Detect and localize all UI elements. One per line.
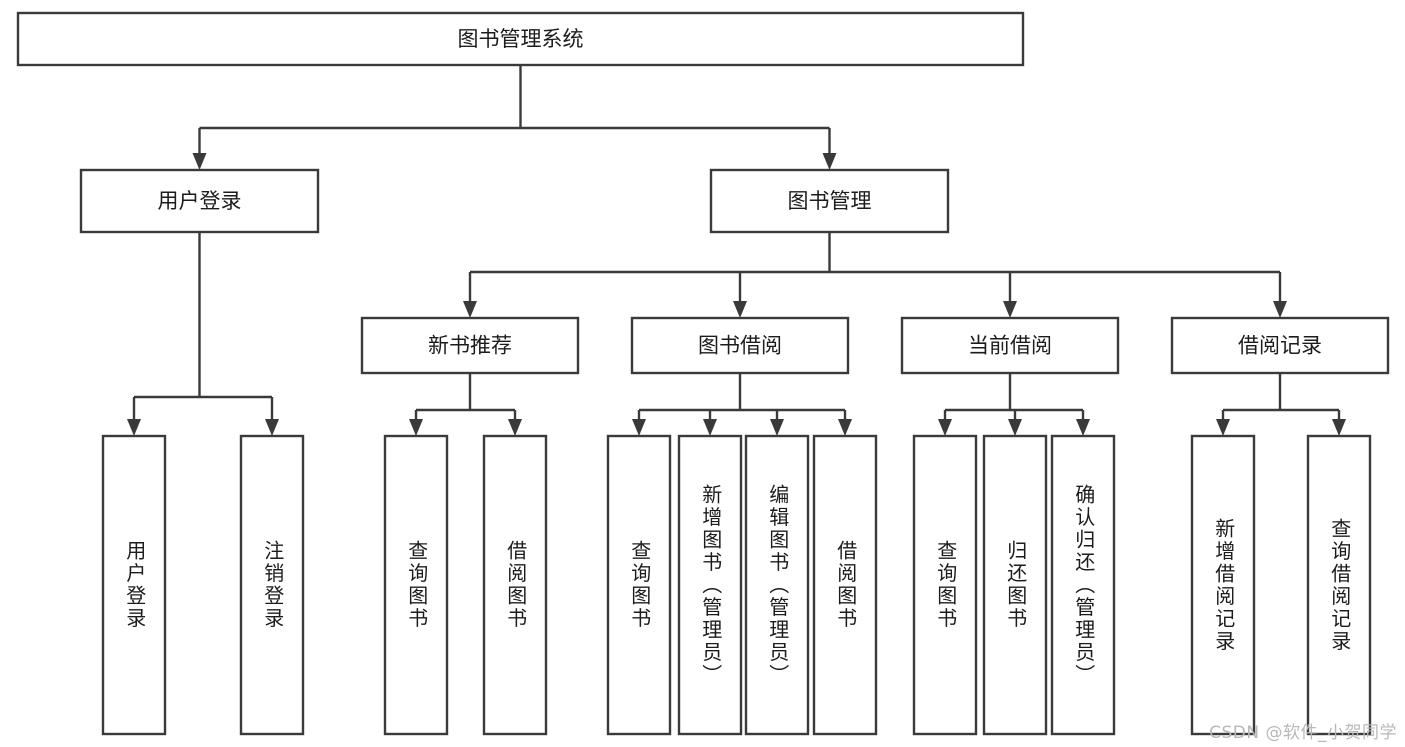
node-box[interactable] <box>1050 434 1116 736</box>
arrow-head-down <box>703 419 717 436</box>
node-label: 图书管理系统 <box>458 27 584 51</box>
node-leaf-4[interactable] <box>606 434 672 736</box>
arrow-head-down <box>632 419 646 436</box>
arrow-head-down <box>938 419 952 436</box>
arrow-head-down <box>1273 301 1287 318</box>
node-label: 新书推荐 <box>428 334 512 358</box>
arrow-head-down <box>127 419 141 436</box>
arrow-head-down <box>1003 301 1017 318</box>
node-leaf-2[interactable] <box>383 434 449 736</box>
node-box[interactable] <box>1170 316 1390 375</box>
node-box[interactable] <box>677 434 743 736</box>
node-level2-2[interactable]: 当前借阅 <box>900 316 1120 375</box>
arrow-head-down <box>508 419 522 436</box>
node-level1-0[interactable]: 用户登录 <box>79 168 320 234</box>
arrow-head-down <box>463 301 477 318</box>
node-leaf-0[interactable] <box>101 434 167 736</box>
node-level2-1[interactable]: 图书借阅 <box>630 316 850 375</box>
node-box[interactable] <box>79 168 320 234</box>
node-label: 当前借阅 <box>968 334 1052 358</box>
arrow-head-down <box>409 419 423 436</box>
node-leaf-10[interactable] <box>1050 434 1116 736</box>
node-leaf-5[interactable] <box>677 434 743 736</box>
node-label: 图书管理 <box>788 189 872 213</box>
arrow-head-down <box>822 153 837 170</box>
node-leaf-6[interactable] <box>744 434 810 736</box>
node-level2-0[interactable]: 新书推荐 <box>360 316 580 375</box>
arrow-head-down <box>1216 419 1230 436</box>
node-box[interactable] <box>812 434 878 736</box>
arrow-head-down <box>265 419 279 436</box>
node-root-0[interactable]: 图书管理系统 <box>16 11 1025 67</box>
node-box[interactable] <box>16 11 1025 67</box>
arrow-head-down <box>1332 419 1346 436</box>
node-box[interactable] <box>744 434 810 736</box>
node-box[interactable] <box>982 434 1048 736</box>
node-box[interactable] <box>630 316 850 375</box>
node-leaf-9[interactable] <box>982 434 1048 736</box>
node-box[interactable] <box>1190 434 1256 736</box>
arrow-head-down <box>733 301 747 318</box>
node-leaf-1[interactable] <box>239 434 305 736</box>
arrow-head-down <box>838 419 852 436</box>
connectors-layer <box>127 65 1346 436</box>
node-label: 图书借阅 <box>698 334 782 358</box>
node-level1-1[interactable]: 图书管理 <box>709 168 950 234</box>
arrow-head-down <box>192 153 207 170</box>
arrow-head-down <box>1076 419 1090 436</box>
node-leaf-8[interactable] <box>912 434 978 736</box>
node-box[interactable] <box>1306 434 1372 736</box>
node-leaf-11[interactable] <box>1190 434 1256 736</box>
arrow-head-down <box>770 419 784 436</box>
node-leaf-12[interactable] <box>1306 434 1372 736</box>
node-level2-3[interactable]: 借阅记录 <box>1170 316 1390 375</box>
node-box[interactable] <box>360 316 580 375</box>
node-box[interactable] <box>239 434 305 736</box>
node-label: 借阅记录 <box>1238 334 1322 358</box>
node-box[interactable] <box>606 434 672 736</box>
node-box[interactable] <box>383 434 449 736</box>
node-box[interactable] <box>709 168 950 234</box>
node-box[interactable] <box>101 434 167 736</box>
node-box[interactable] <box>912 434 978 736</box>
node-leaf-3[interactable] <box>482 434 548 736</box>
node-box[interactable] <box>900 316 1120 375</box>
arrow-head-down <box>1008 419 1022 436</box>
node-leaf-7[interactable] <box>812 434 878 736</box>
node-label: 用户登录 <box>158 189 242 213</box>
node-box[interactable] <box>482 434 548 736</box>
csdn-watermark: CSDN @软件_小贺同学 <box>1209 723 1397 743</box>
